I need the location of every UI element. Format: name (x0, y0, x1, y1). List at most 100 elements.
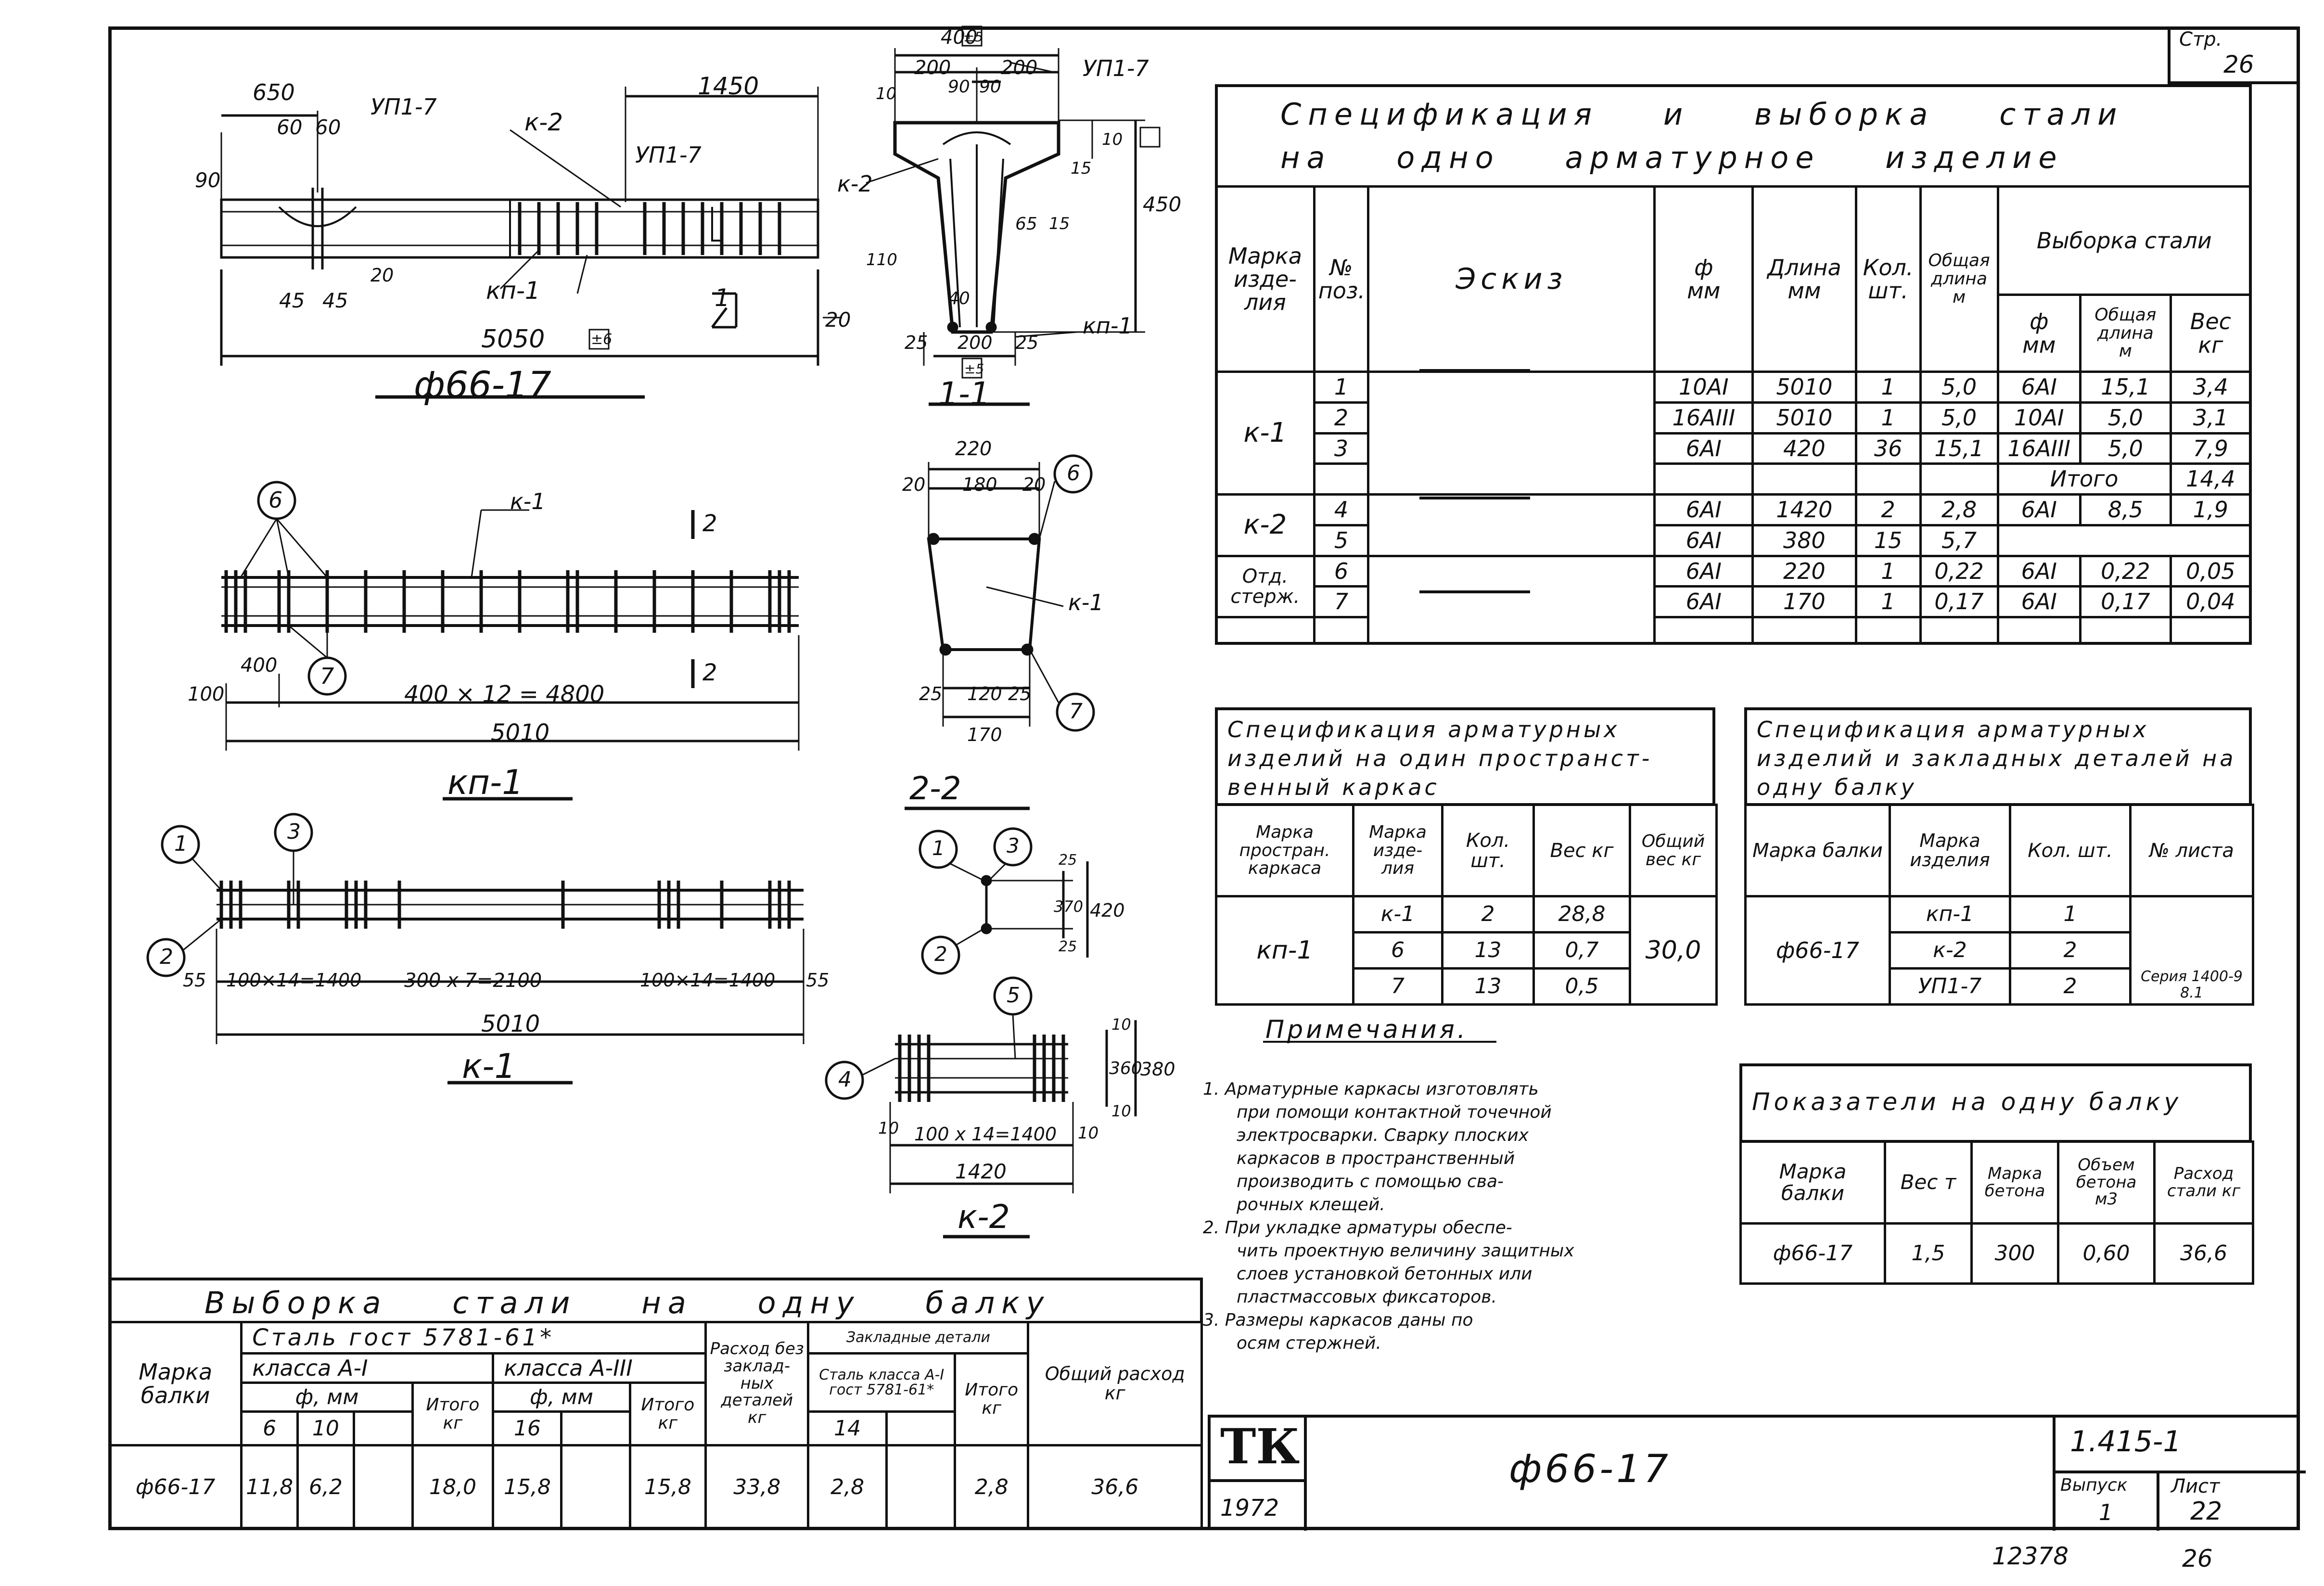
dim-650: 650 (253, 79, 295, 105)
dim-110: 110 (866, 250, 897, 269)
cell-sel-len: 0,22 (2079, 554, 2172, 588)
cell-total: 0,17 (1919, 585, 1999, 618)
cell-dia (1653, 462, 1754, 496)
cell-len (1751, 462, 1857, 496)
dim-45a: 45 (279, 289, 305, 312)
cell-len: 420 (1751, 432, 1857, 465)
dim-20a: 20 (370, 265, 394, 286)
dim-5050: 5050 (481, 325, 545, 354)
spec-frame-title: Спецификация арматурных изделий на один … (1215, 707, 1715, 806)
caption-beam: ф66-17 (414, 363, 551, 406)
label-upl1-7-b: УП1-7 (635, 142, 702, 168)
callout-4: 4 (838, 1067, 852, 1092)
note-line: пластмассовых фиксаторов. (1237, 1287, 1497, 1307)
cell-sel-sum1: 18,0 (411, 1444, 495, 1530)
title-block-title: ф66-17 (1509, 1446, 1671, 1491)
cell-qty: 1 (1854, 401, 1922, 435)
th-frame-qty: Кол. шт. (1441, 804, 1535, 897)
dim-1400a: 100×14=1400 (226, 970, 362, 991)
cell-pos: 7 (1313, 585, 1370, 618)
cell-ind-concrete: 300 (1970, 1222, 2059, 1285)
th-class-a3: класса А-III (492, 1352, 707, 1384)
archive-number: 12378 (1992, 1542, 2069, 1570)
cell-sel-blank (352, 1444, 414, 1530)
dim-100: 100 (188, 683, 225, 705)
table-row: УП1-7 2 (1746, 967, 2253, 1006)
cell-blank (1313, 616, 1370, 645)
spec-beam-table: Марка балки Марка изделия Кол. шт. № лис… (1744, 804, 2254, 1006)
table-row: 6 13 0,7 (1216, 931, 1717, 970)
cell-len: 170 (1751, 585, 1857, 618)
cell-ind-marka: ф66-17 (1739, 1222, 1886, 1285)
callout-2-s: 2 (934, 942, 947, 966)
cell-beam-qty: 1 (2009, 895, 2132, 934)
section-mark-2a: 2 (702, 510, 717, 537)
th-frame-item: Марка изде- лия (1352, 804, 1443, 897)
cell-sel-d16: 15,8 (492, 1444, 563, 1530)
dim-170: 170 (967, 724, 1002, 745)
th-qty: Кол.шт. (1854, 185, 1922, 373)
dim-15: 15 (1071, 159, 1092, 178)
dim-5010-kp1: 5010 (491, 719, 550, 746)
th-d-blank2 (560, 1410, 631, 1447)
dim-220: 220 (955, 438, 992, 460)
cell-total: 2,8 (1919, 493, 1999, 526)
th-beam-qty: Кол. шт. (2009, 804, 2132, 897)
th-ind-volume: Объем бетона м3 (2057, 1140, 2156, 1225)
table-row: к-2 2 (1746, 931, 2253, 970)
th-dia-a1: ф, мм (240, 1381, 414, 1413)
cell-dia: 6АI (1653, 432, 1754, 465)
cell-beam-qty: 2 (2009, 967, 2132, 1006)
th-len-unit: мм (1788, 278, 1821, 304)
cell-blank (1919, 616, 1999, 645)
cell-pos: 2 (1313, 401, 1370, 435)
callout-5: 5 (1007, 983, 1020, 1008)
th-sel-weight-label: Вес (2190, 308, 2231, 335)
cell-sel-embsum: 2,8 (954, 1444, 1030, 1530)
th-beam-marka: Марка балки (1744, 804, 1891, 897)
drawing-frame (108, 26, 2300, 1530)
note-line: 3. Размеры каркасов даны по (1203, 1310, 1473, 1330)
cell-itogo-value: 14,4 (2169, 462, 2252, 496)
dim-360: 360 (1109, 1059, 1142, 1078)
cell-dia: 6АI (1653, 554, 1754, 588)
cell-sel-w: 7,9 (2169, 432, 2252, 465)
callout-7-s2: 7 (1069, 699, 1083, 724)
cell-ind-weight: 1,5 (1884, 1222, 1973, 1285)
th-overall: Общий расход кг (1027, 1320, 1203, 1447)
cell-pos: 4 (1313, 493, 1370, 526)
dim-10a-k2: 10 (878, 1119, 899, 1138)
cell-len: 5010 (1751, 371, 1857, 404)
table-row: Отд. стерж. 6 6АI 220 1 0,22 6АI 0,22 0,… (1215, 554, 2252, 645)
dim-400: 400 (941, 26, 978, 49)
cell-qty: 36 (1854, 432, 1922, 465)
cell-mark-k2: к-2 (1215, 493, 1315, 557)
cell-sel-sum3: 15,8 (628, 1444, 707, 1530)
tk-logo: ТК (1220, 1418, 1300, 1475)
cell-dia: 16АIII (1653, 401, 1754, 435)
cell-qty: 1 (1854, 371, 1922, 404)
callout-1-s: 1 (932, 836, 945, 860)
dim-25b-s2: 25 (1008, 683, 1032, 704)
th-embedded-std: Сталь класса А-I гост 5781-61* (807, 1352, 957, 1413)
steel-selection-title: Выборка стали на одну балку (108, 1278, 1203, 1323)
cell-itogo-label: Итого (1996, 462, 2172, 496)
cell-sel-dia: 10АI (1996, 401, 2082, 435)
cell-sel-dia: 6АI (1996, 371, 2082, 404)
caption-k1: к-1 (462, 1047, 516, 1086)
table-row: 5 6АI 380 15 5,7 (1216, 524, 2252, 557)
th-total-a3: Итого кг (628, 1381, 707, 1447)
th-qty-unit: шт. (1868, 278, 1908, 304)
callout-3-s: 3 (1007, 834, 1020, 857)
caption-k2: к-2 (958, 1198, 1010, 1236)
table-row: 7 13 0,5 (1216, 967, 1717, 1006)
dim-1400b: 100×14=1400 (640, 970, 776, 991)
page-number: 26 (2182, 1545, 2213, 1573)
dim-1450: 1450 (698, 72, 759, 100)
spec-main-title-1: Спецификация и выборка стали (1280, 97, 2124, 132)
cell-beam-item: кп-1 (1889, 895, 2011, 934)
callout-3: 3 (287, 819, 301, 844)
dim-15b: 15 (1049, 214, 1070, 233)
cell-pos: 3 (1313, 432, 1370, 465)
